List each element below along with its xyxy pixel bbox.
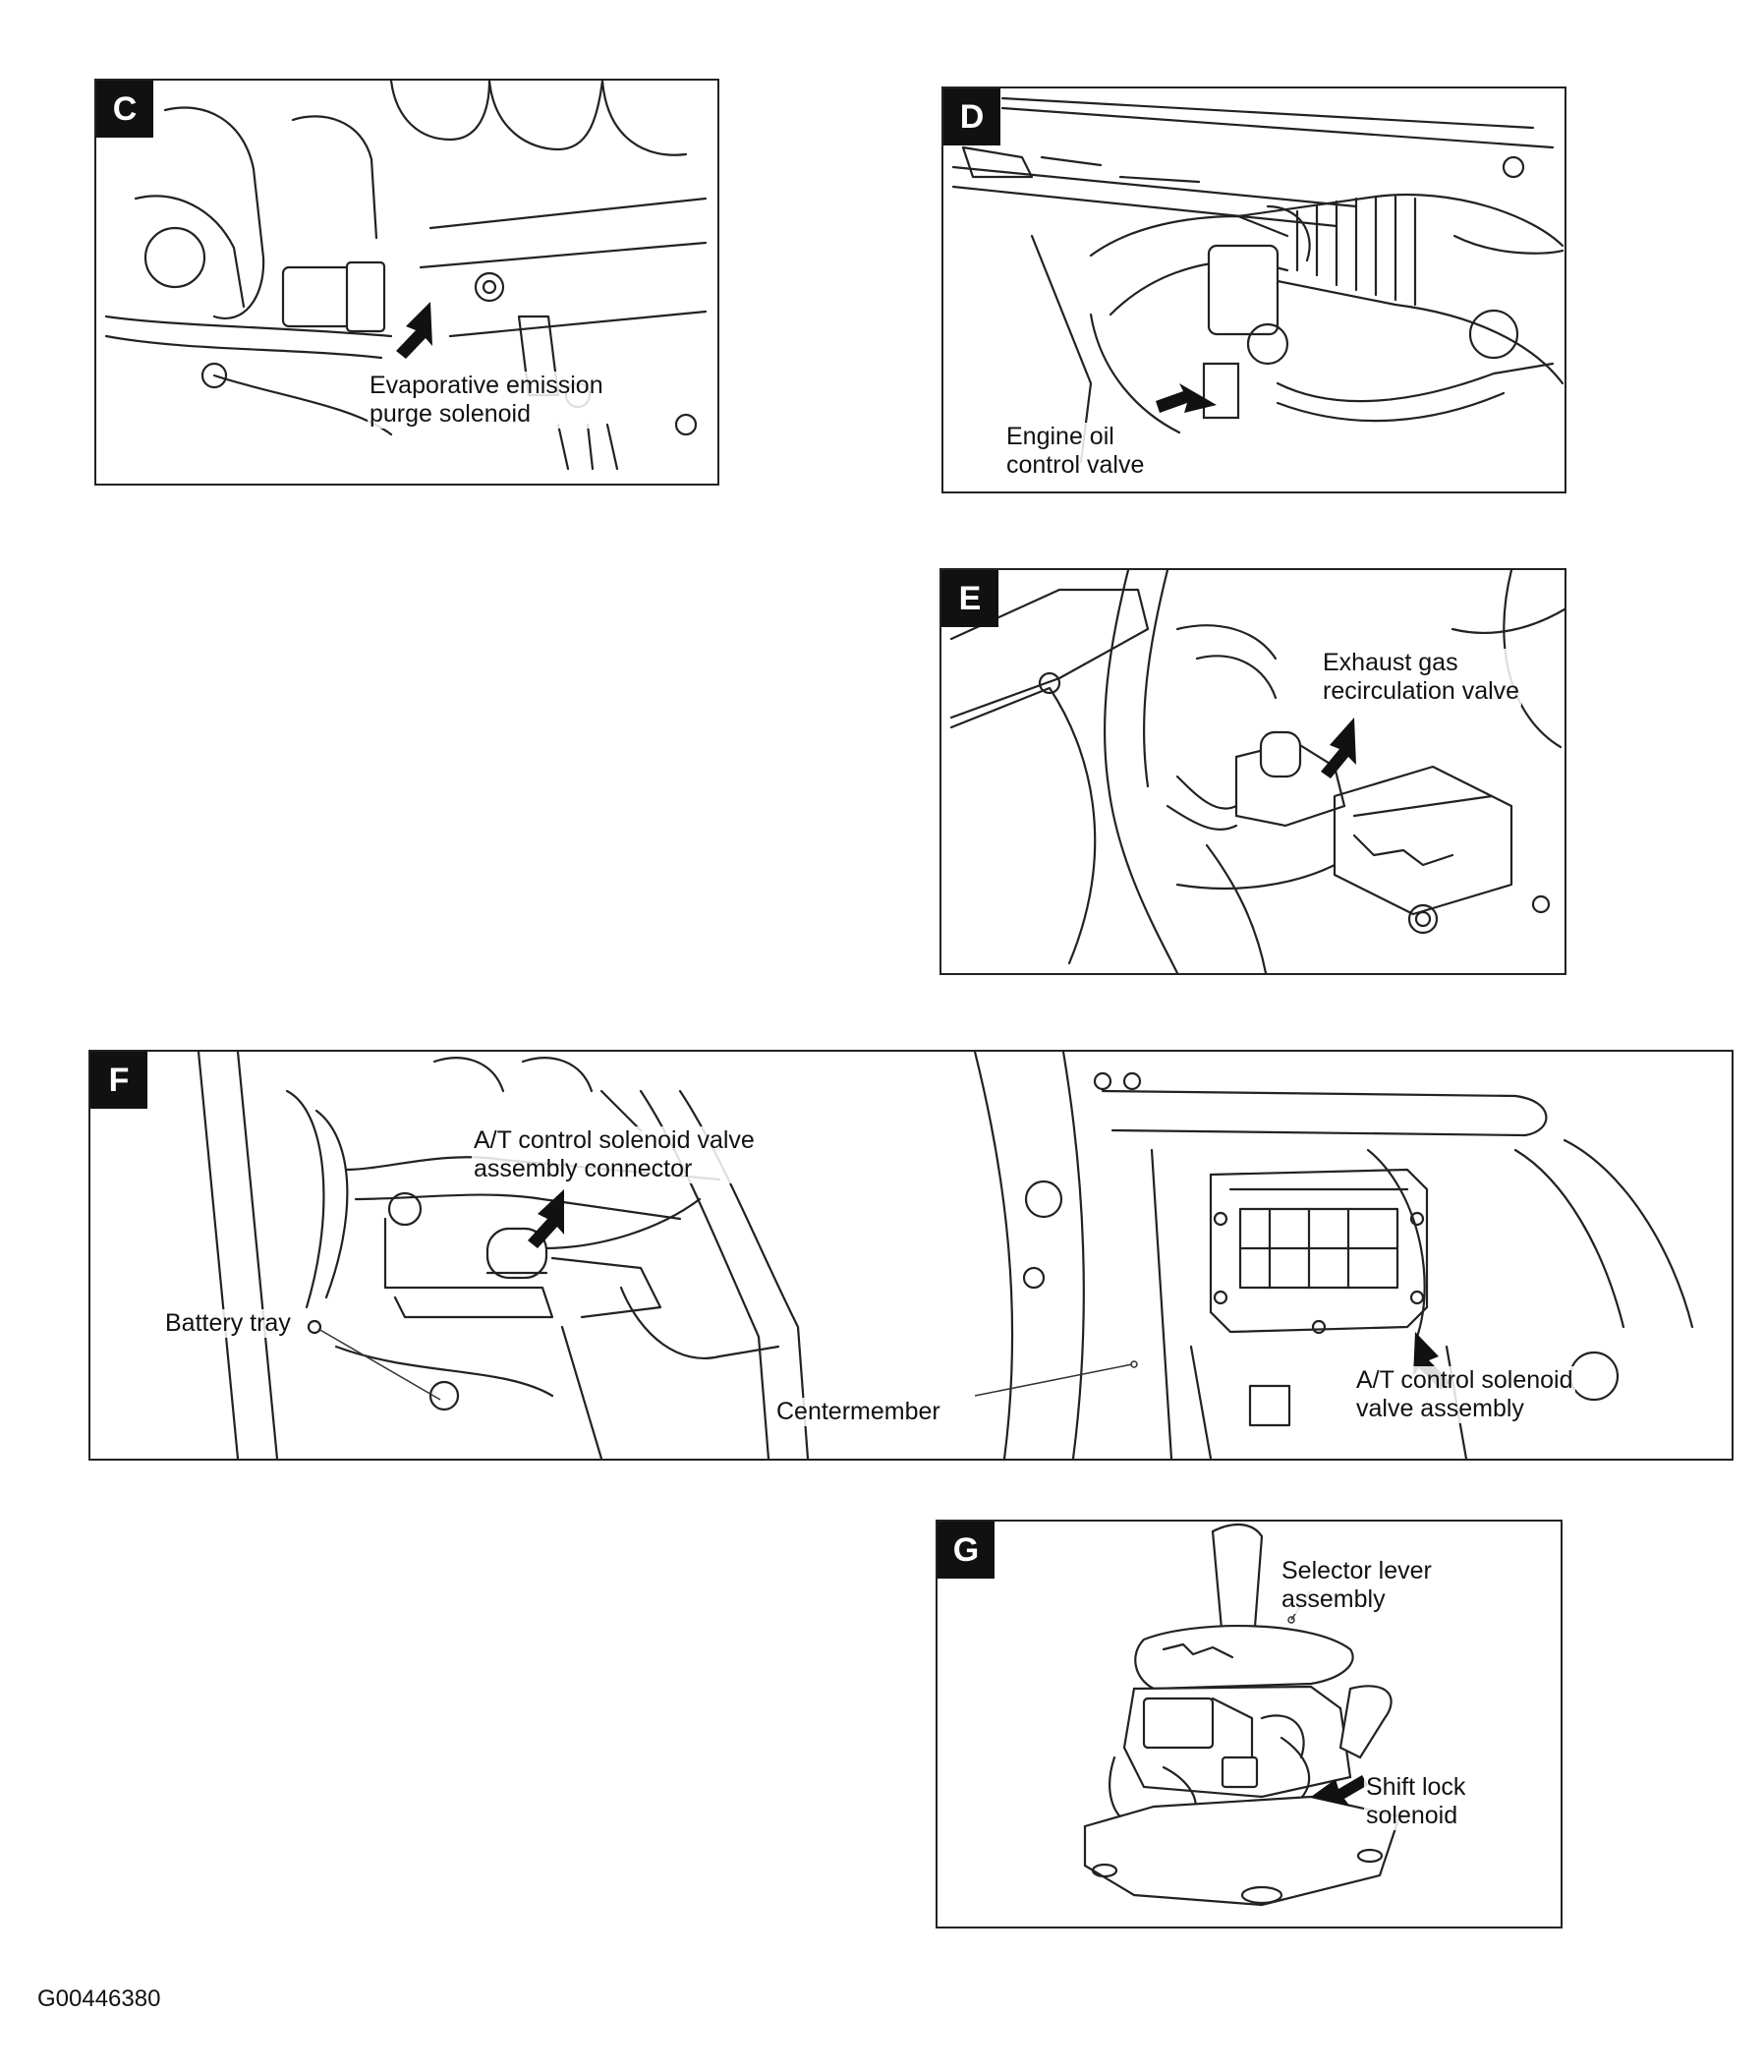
engine-oil-control-valve-label: Engine oil control valve [1004,423,1147,480]
panel-f: F A/T control solenoid valve assembly co… [88,1050,1734,1461]
selector-lever-assembly-label: Selector lever assembly [1280,1557,1434,1614]
centermember-label: Centermember [774,1398,942,1426]
figure-id: G00446380 [37,1986,161,2012]
shift-lock-solenoid-label: Shift lock solenoid [1364,1773,1468,1830]
panel-e-illustration [949,570,1565,973]
at-solenoid-connector-label: A/T control solenoid valve assembly conn… [472,1126,757,1183]
panel-g: G Selector lever assembly Shift lock sol… [936,1520,1563,1928]
panel-g-badge: G [938,1522,995,1579]
panel-d-badge: D [943,88,1000,145]
egr-valve-label: Exhaust gas recirculation valve [1321,649,1522,706]
panel-c: C Evaporative emission purge solenoid [94,79,719,486]
panel-e: E Exhaust gas recirculation valve [939,568,1566,975]
panel-d: D Engine oil control valve [941,86,1566,493]
battery-tray-label: Battery tray [163,1309,293,1338]
panel-d-illustration [951,96,1565,464]
panel-f-badge: F [90,1052,147,1109]
at-solenoid-valve-assembly-label: A/T control solenoid valve assembly [1354,1366,1575,1423]
panel-g-illustration [1083,1524,1401,1907]
panel-c-badge: C [96,81,153,138]
panel-e-badge: E [941,570,998,627]
evap-purge-solenoid-label: Evaporative emission purge solenoid [368,372,605,429]
